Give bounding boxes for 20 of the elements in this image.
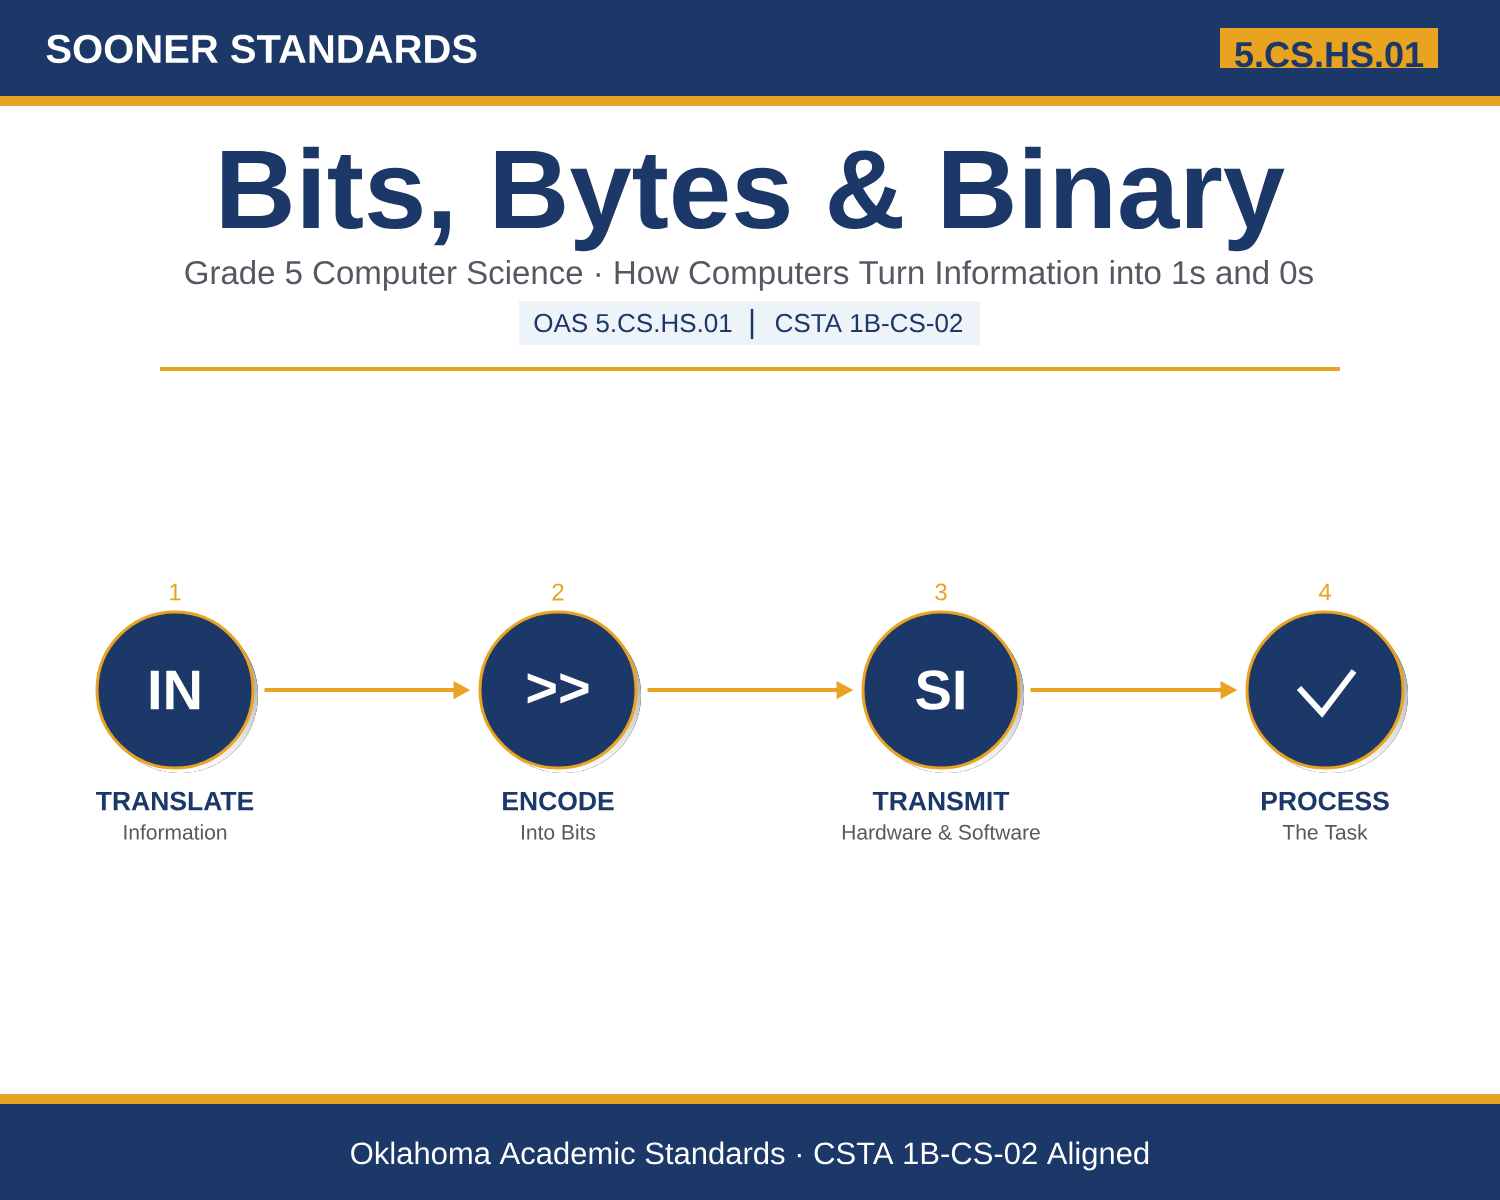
step-number: 4 <box>1318 583 1331 601</box>
code-badge: 5.CS.HS.01 <box>1220 28 1438 68</box>
subtitle: Grade 5 Computer Science · How Computers Turn Information into 1s and 0s <box>185 260 1313 291</box>
page-title: Bits, Bytes & Binary <box>222 146 1285 252</box>
step-number: 2 <box>552 583 564 601</box>
step-title: TRANSMIT <box>872 791 1010 811</box>
step-number: 1 <box>170 583 181 601</box>
step-title: ENCODE <box>503 791 614 811</box>
standard-code: CSTA 1B-CS-02 <box>775 313 963 333</box>
step-caption: The Task <box>1282 824 1368 840</box>
step-title: PROCESS <box>1262 791 1389 811</box>
header-title: SOONER STANDARDS <box>46 34 477 64</box>
step-title: TRANSLATE <box>96 791 254 811</box>
step-number: 3 <box>935 583 947 601</box>
step-caption: Into Bits <box>522 824 596 840</box>
standard-code: OAS 5.CS.HS.01 <box>534 313 732 333</box>
step-caption: Information <box>124 824 227 840</box>
step-circle <box>1245 610 1408 773</box>
footer-text: Oklahoma Academic Standards · CSTA 1B-CS-02 Aligned <box>351 1141 1149 1171</box>
step-caption: Hardware & Software <box>842 824 1040 840</box>
